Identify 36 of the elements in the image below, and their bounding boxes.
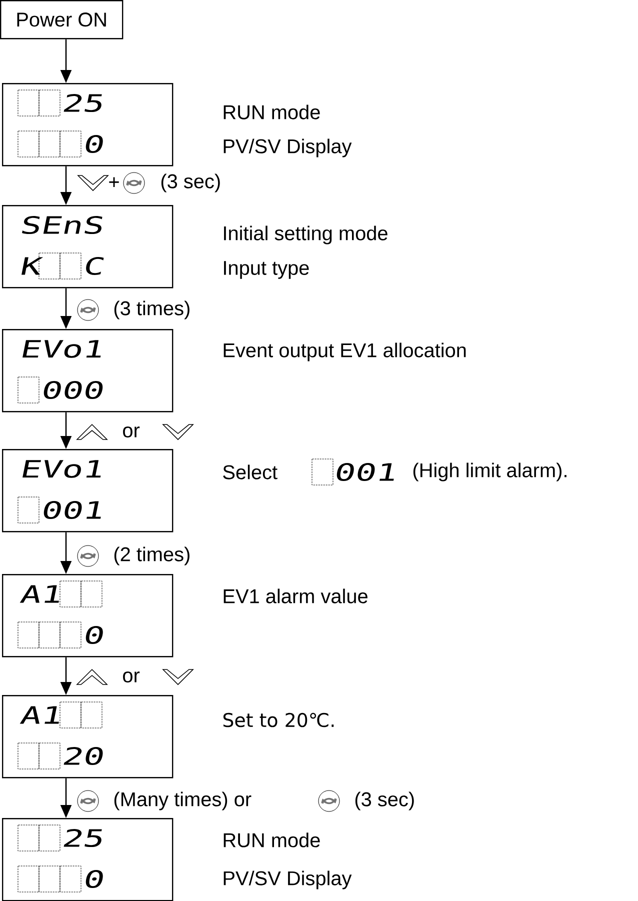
display-readout: K [22,257,44,275]
display-readout: SEnS [22,216,102,234]
description-text: RUN mode [224,104,320,120]
edge-label: (3 times) [114,300,190,320]
description-text: PV/SV Display [224,870,352,890]
description-text: Initial setting mode [224,226,388,244]
display-readout: 001 [44,500,101,520]
key-label: (3 sec) [355,792,414,810]
display-readout: 0 [86,870,103,888]
display-readout: 0 [86,626,103,644]
edge-label: (Many times) or [114,792,252,810]
display-readout: 000 [44,380,103,400]
display-readout: 25 [64,94,102,112]
key-label: + [109,177,119,187]
description-text: EV1 alarm value [224,588,368,604]
description-text: PV/SV Display [224,138,352,158]
edge-label: or [123,672,140,682]
description-text: Set to 20℃. [223,712,334,728]
display-readout: 20 [64,746,103,766]
edge-label: (3 sec) [161,174,220,192]
display-readout: EVo1 [22,460,101,478]
start-box: Power ON [0,0,124,40]
description-text: (High limit alarm). [413,462,566,482]
display-readout: 001 [336,462,394,482]
display-readout: EVo1 [22,340,101,358]
description-text: Input type [224,261,309,279]
description-text: Event output EV1 allocation [224,342,466,362]
display-readout: 0 [86,134,103,154]
description-text: Select [223,464,278,480]
edge-label: (2 times) [114,546,190,566]
display-readout: 25 [64,828,102,848]
edge-label: or [123,426,140,438]
description-text: RUN mode [224,832,320,848]
display-readout: A1 [20,585,59,603]
display-readout: A1 [20,706,59,724]
display-readout: C [86,256,104,276]
